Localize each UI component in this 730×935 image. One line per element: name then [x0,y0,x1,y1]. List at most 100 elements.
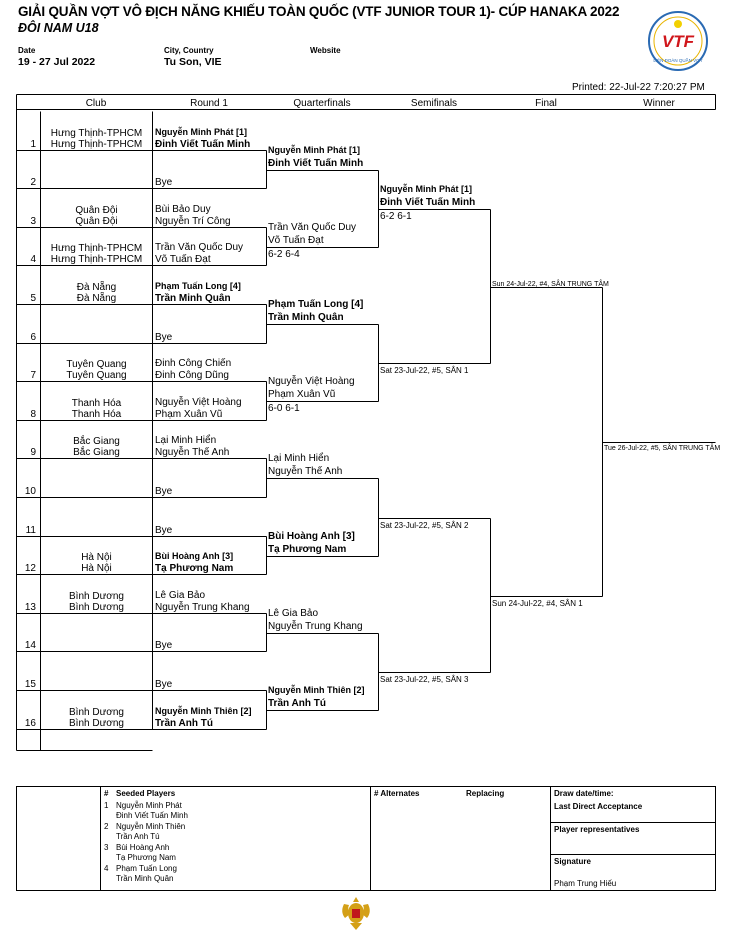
qf-player[interactable]: Nguyễn Minh Thiên [2] [268,684,365,695]
winner-schedule: Tue 26-Jul-22, #5, SÂN TRUNG TÂM [604,444,721,452]
qf-player[interactable]: Đinh Viết Tuấn Minh [268,157,364,169]
bye-label: Bye [155,639,173,651]
seed-number: 4 [104,864,109,873]
seed-player: Trần Anh Tú [116,832,160,841]
sf-schedule: Sat 23-Jul-22, #5, SÂN 1 [380,365,469,375]
bye-label: Bye [155,176,173,188]
qf-score: 6-0 6-1 [268,402,300,414]
qf-player[interactable]: Trần Anh Tú [268,697,326,709]
col-header-semifinals: Semifinals [410,98,458,109]
player-name[interactable]: Bùi Bảo Duy [155,203,211,215]
club-name: Bình Dương [69,590,124,602]
player-name[interactable]: Lê Gia Bảo [155,589,206,601]
draw-position: 10 [24,485,36,497]
club-name: Bắc Giang [73,435,120,447]
event-subtitle: ĐÔI NAM U18 [18,21,99,35]
club-name: Tuyên Quang [66,369,127,381]
col-header-final: Final [535,98,557,109]
club-name: Hưng Thịnh-TPHCM [50,127,143,139]
club-name: Thanh Hóa [71,408,122,420]
sf-schedule: Sat 23-Jul-22, #5, SÂN 3 [380,674,469,684]
club-name: Hưng Thịnh-TPHCM [50,253,143,265]
draw-position: 3 [30,215,36,227]
player-name[interactable]: Nguyễn Việt Hoàng [155,396,242,408]
seeded-title: Seeded Players [116,789,176,798]
player-name[interactable]: Nguyễn Thế Anh [155,446,230,458]
club-name: Bình Dương [69,601,124,613]
sf-player[interactable]: Đinh Viết Tuấn Minh [380,196,476,208]
seed-number: 1 [104,801,109,810]
bye-label: Bye [155,678,173,690]
draw-date-label: Draw date/time: [554,789,614,798]
club-name: Đà Nẵng [76,292,117,304]
player-name[interactable]: Bùi Hoàng Anh [3] [155,550,234,561]
club-name: Thanh Hóa [71,397,122,409]
qf-player[interactable]: Võ Tuấn Đạt [268,234,324,246]
qf-player[interactable]: Phạm Xuân Vũ [268,388,336,400]
player-name[interactable]: Võ Tuấn Đạt [155,253,211,265]
player-name[interactable]: Nguyễn Minh Thiên [2] [155,705,252,716]
signature-label: Signature [554,857,591,866]
qf-player[interactable]: Tạ Phương Nam [268,543,347,555]
qf-player[interactable]: Bùi Hoàng Anh [3] [268,530,355,542]
draw-position: 11 [25,524,36,536]
club-name: Quân Đội [75,204,118,216]
club-name: Hà Nội [81,562,112,574]
player-name[interactable]: Đinh Viết Tuấn Minh [155,138,251,150]
city-value: Tu Son, VIE [164,56,222,68]
player-name[interactable]: Tạ Phương Nam [155,562,234,574]
qf-player[interactable]: Lại Minh Hiển [268,452,330,464]
seed-player: Nguyễn Minh Thiên [116,822,186,831]
qf-score: 6-2 6-4 [268,248,300,260]
logo-subtext: LIÊN ĐOÀN QUẦN VỢT [653,56,703,63]
sf-player[interactable]: Nguyễn Minh Phát [1] [380,183,472,194]
qf-player[interactable]: Phạm Tuấn Long [4] [268,298,364,310]
draw-position: 4 [30,253,36,265]
player-name[interactable]: Nguyễn Minh Phát [1] [155,126,247,137]
club-name: Hưng Thịnh-TPHCM [50,138,143,150]
player-name[interactable]: Đinh Công Chiến [155,357,232,369]
qf-player[interactable]: Trần Minh Quân [268,311,344,323]
player-name[interactable]: Lại Minh Hiển [155,434,217,446]
seed-player: Nguyễn Minh Phát [116,801,182,810]
draw-position: 2 [30,176,36,188]
qf-player[interactable]: Nguyễn Trung Khang [268,620,363,632]
last-direct-label: Last Direct Acceptance [554,802,643,811]
draw-position: 1 [30,138,36,150]
qf-player[interactable]: Nguyễn Việt Hoàng [268,375,355,387]
player-name[interactable]: Nguyễn Trí Công [155,215,231,227]
bye-label: Bye [155,485,173,497]
player-name[interactable]: Đinh Công Dũng [155,369,229,381]
player-name[interactable]: Trần Văn Quốc Duy [155,241,244,253]
logo-text: VTF [662,32,695,51]
qf-player[interactable]: Nguyễn Thế Anh [268,465,343,477]
player-name[interactable]: Trần Anh Tú [155,717,213,729]
player-name[interactable]: Trần Minh Quân [155,292,231,304]
draw-position: 16 [24,717,36,729]
sf-score: 6-2 6-1 [380,210,412,222]
col-header-quarterfinals: Quarterfinals [293,98,351,109]
player-name[interactable]: Phạm Tuấn Long [4] [155,280,241,291]
draw-position: 13 [24,601,36,613]
qf-player[interactable]: Nguyễn Minh Phát [1] [268,144,360,155]
draw-position: 9 [30,446,36,458]
qf-player[interactable]: Lê Gia Bảo [268,607,319,619]
player-reps-label: Player representatives [554,825,640,834]
draw-position: 12 [24,562,36,574]
date-label: Date [18,46,36,55]
signer-name: Phạm Trung Hiếu [554,879,617,888]
final-schedule: Sun 24-Jul-22, #4, SÂN TRUNG TÂM [492,280,609,288]
seed-player: Phạm Tuấn Long [116,864,177,873]
player-name[interactable]: Phạm Xuân Vũ [155,408,223,420]
seed-player: Trần Minh Quân [116,874,174,883]
seed-number: 2 [104,822,109,831]
draw-position: 6 [30,331,36,343]
player-name[interactable]: Nguyễn Trung Khang [155,601,250,613]
replacing-title: Replacing [466,789,505,798]
club-name: Đà Nẵng [76,281,117,293]
draw-position: 8 [30,408,36,420]
qf-player[interactable]: Trần Văn Quốc Duy [268,221,357,233]
seed-player: Tạ Phương Nam [116,853,176,862]
